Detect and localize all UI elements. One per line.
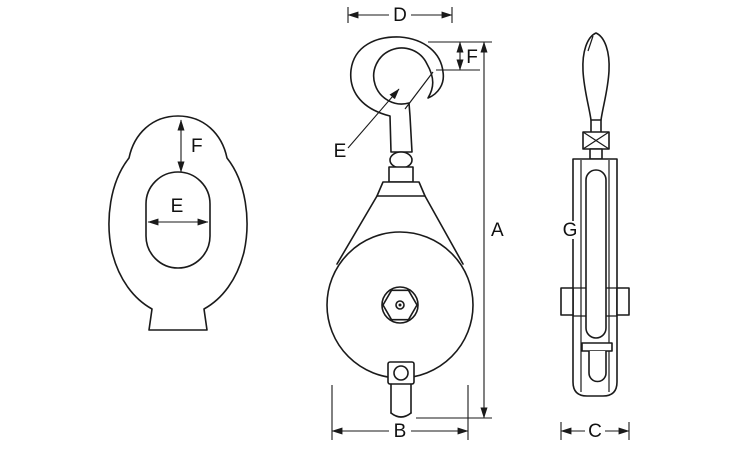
eye-detail-view: F E bbox=[108, 115, 248, 331]
bottom-strap bbox=[390, 412, 412, 418]
dim-label-eye-f: F bbox=[191, 136, 203, 157]
hub-center-dot bbox=[398, 303, 402, 307]
side-view: G C bbox=[560, 32, 630, 442]
dim-label-b: B bbox=[394, 421, 407, 442]
side-slot bbox=[585, 169, 607, 339]
axle-boss-right bbox=[616, 287, 630, 316]
dim-a: A bbox=[416, 41, 504, 419]
axle-boss-left bbox=[560, 287, 574, 316]
dim-label-d: D bbox=[393, 5, 407, 26]
swivel bbox=[376, 151, 426, 197]
dim-label-f: F bbox=[466, 47, 478, 68]
side-body bbox=[560, 158, 630, 397]
dim-eye-e: E bbox=[147, 196, 209, 226]
dim-label-g: G bbox=[563, 220, 578, 241]
dim-b: B bbox=[331, 385, 469, 442]
dim-e: E bbox=[334, 88, 400, 162]
dim-g: G bbox=[561, 220, 579, 241]
dim-d: D bbox=[347, 4, 453, 26]
becket-pin bbox=[581, 342, 613, 352]
side-swivel bbox=[582, 131, 610, 160]
dim-label-a: A bbox=[491, 220, 504, 241]
dim-label-e: E bbox=[334, 141, 347, 162]
dim-label-c: C bbox=[588, 421, 602, 442]
hook-latch bbox=[404, 71, 434, 110]
hook-outline bbox=[349, 36, 445, 153]
dim-c: C bbox=[560, 420, 630, 442]
dim-eye-f: F bbox=[177, 119, 203, 173]
side-hook-tip bbox=[587, 35, 594, 52]
front-view: D F E bbox=[326, 4, 504, 442]
block-body bbox=[326, 195, 474, 418]
plate-edge-left bbox=[336, 195, 378, 265]
plate-edge-right bbox=[424, 195, 464, 265]
becket-bolt bbox=[393, 365, 409, 381]
side-hook-outline bbox=[582, 32, 610, 121]
becket-shackle bbox=[588, 351, 607, 383]
eye-hole bbox=[145, 171, 211, 269]
dim-label-eye-e: E bbox=[171, 196, 184, 217]
